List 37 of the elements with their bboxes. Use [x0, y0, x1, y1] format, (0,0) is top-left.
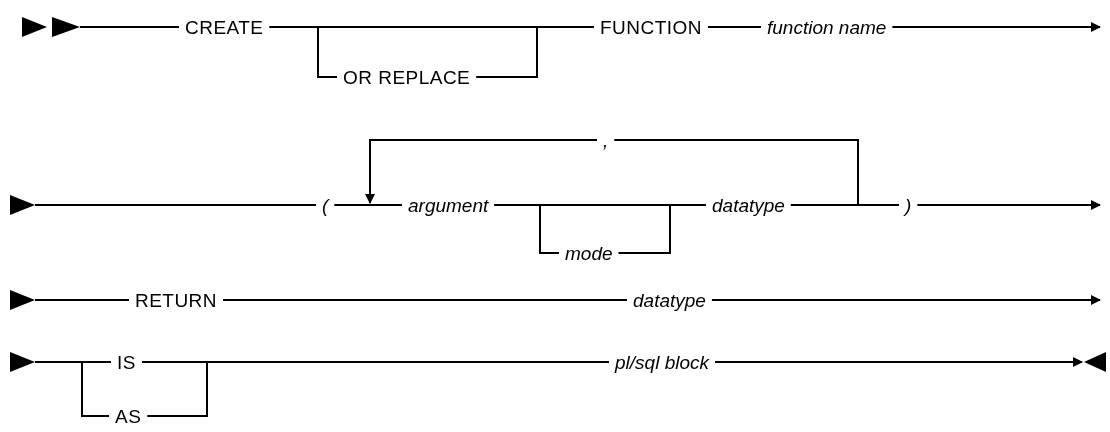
- syntax-term: (: [322, 195, 329, 215]
- syntax-term: ,: [603, 130, 609, 150]
- start-marker-icon: [10, 352, 35, 372]
- connector-line: [268, 26, 338, 78]
- keyword-label: FUNCTION: [600, 17, 702, 37]
- syntax-term: datatype: [633, 290, 706, 310]
- connector-line: [34, 361, 110, 417]
- connector-line: [79, 26, 180, 28]
- connector-line: [146, 361, 610, 417]
- keyword-label: RETURN: [135, 290, 217, 310]
- connector-line: [493, 204, 560, 254]
- connector-line: [34, 299, 130, 301]
- connector-line: [475, 26, 595, 78]
- arrow: [714, 357, 1083, 367]
- arrow: [891, 22, 1101, 32]
- connector-line: [617, 204, 707, 254]
- keyword-label: IS: [117, 352, 136, 372]
- keyword-label: CREATE: [185, 17, 264, 37]
- syntax-term: ): [905, 195, 912, 215]
- keyword-label: OR REPLACE: [343, 67, 471, 87]
- arrow: [916, 200, 1101, 210]
- syntax-term: mode: [565, 243, 613, 263]
- syntax-term: pl/sql block: [615, 352, 709, 372]
- connector-line: [706, 26, 762, 28]
- connector-line: [34, 204, 317, 206]
- keyword-label: AS: [115, 406, 142, 426]
- syntax-term: argument: [408, 195, 489, 215]
- start-marker-icon: [22, 17, 80, 37]
- connector-line: [613, 139, 859, 206]
- start-marker-icon: [10, 290, 35, 310]
- start-marker-icon: [10, 195, 35, 215]
- connector-line: [333, 204, 403, 206]
- syntax-term: datatype: [712, 195, 785, 215]
- syntax-term: function name: [767, 17, 887, 37]
- arrow: [710, 295, 1101, 305]
- arrow: [365, 139, 598, 204]
- connector-line: [222, 299, 628, 301]
